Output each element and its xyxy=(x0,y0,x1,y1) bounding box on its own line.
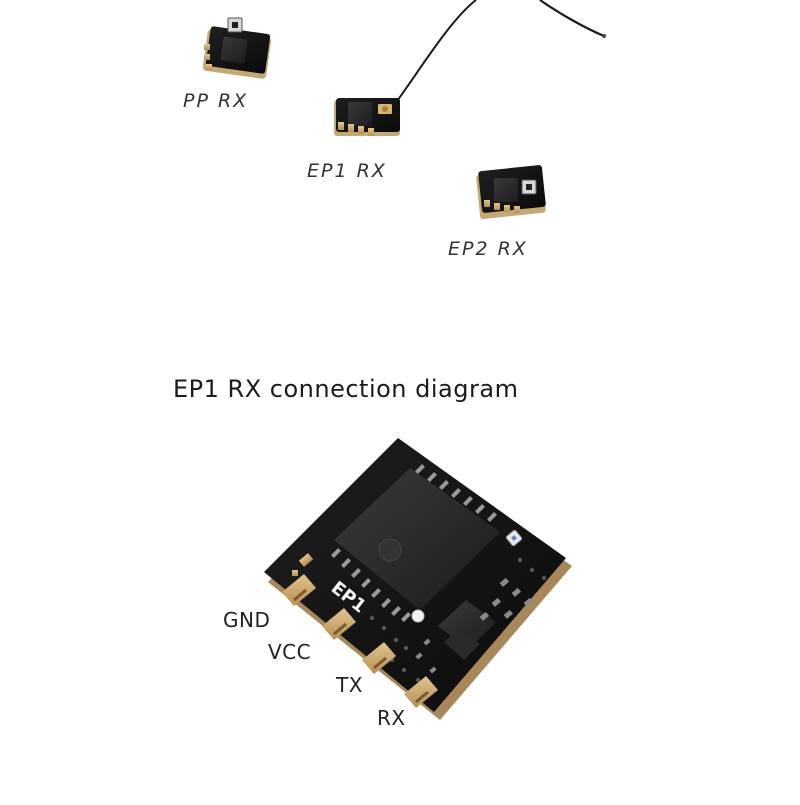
main-chip xyxy=(331,464,500,622)
pin-label-gnd: GND xyxy=(223,608,271,632)
pin-label-vcc: VCC xyxy=(268,640,312,664)
secondary-chip xyxy=(438,600,496,660)
pp-rx-label: PP RX xyxy=(183,90,249,112)
pp-rx-board xyxy=(202,17,272,79)
ep2-rx-board xyxy=(476,165,546,220)
ep1-large-board: EP1 xyxy=(264,438,572,720)
vcc-pad xyxy=(322,608,356,640)
ep1-rx-board xyxy=(334,98,400,136)
antenna-pad-icon xyxy=(411,609,425,623)
vias xyxy=(369,557,547,691)
ep1-rx-label: EP1 RX xyxy=(307,160,387,182)
smd-components xyxy=(415,577,533,674)
antenna-wire xyxy=(391,0,606,109)
tx-pad xyxy=(362,642,396,674)
solder-pads xyxy=(282,574,438,708)
gnd-pad xyxy=(282,574,316,606)
pin-label-tx: TX xyxy=(336,673,363,697)
diagram-title: EP1 RX connection diagram xyxy=(173,375,519,403)
ep2-rx-label: EP2 RX xyxy=(448,238,528,260)
rx-pad xyxy=(404,676,438,708)
pin-label-rx: RX xyxy=(377,706,406,730)
